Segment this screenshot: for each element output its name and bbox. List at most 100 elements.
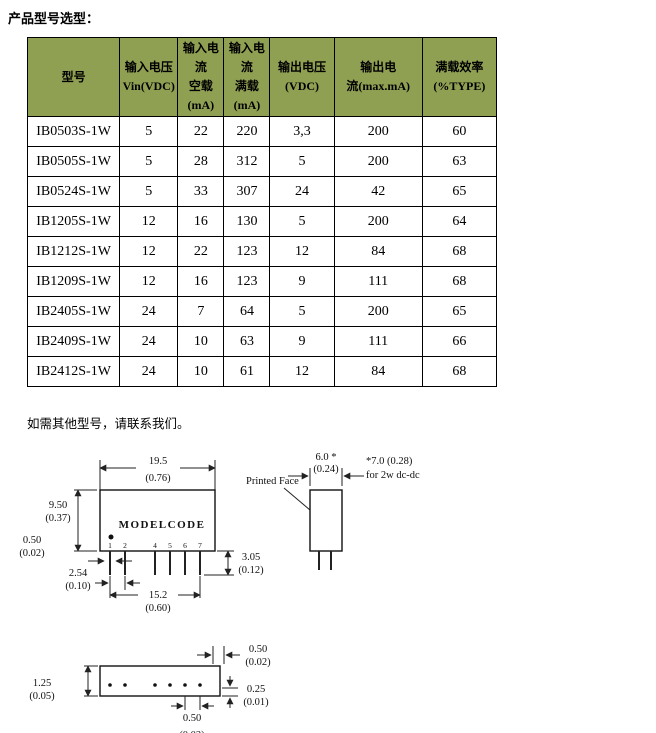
table-cell: 66: [421, 326, 498, 357]
table-cell: 5: [119, 116, 179, 147]
dim-bottom-pinw-mm: 0.50: [249, 644, 267, 655]
model-cell: IB2409S-1W: [26, 326, 121, 357]
front-view: 19.5 (0.76) MODELCODE 1 2 4 5 6 7 9.50 (…: [19, 456, 264, 614]
table-cell: 9: [269, 266, 335, 297]
table-cell: 33: [177, 176, 225, 207]
dim-pin-thickness-in: (0.01): [243, 697, 269, 708]
dim-pin-thickness-mm: 0.25: [247, 684, 265, 695]
table-cell: 200: [333, 146, 423, 177]
dim-span-mm: 15.2: [149, 590, 167, 601]
table-cell: 84: [333, 236, 423, 267]
table-row: IB0524S-1W 5 33 307 24 42 65: [26, 176, 498, 207]
col-header-output-voltage: 输出电压(VDC): [269, 37, 335, 117]
table-cell: 68: [421, 266, 498, 297]
table-cell: 68: [421, 236, 498, 267]
pin-number: 6: [183, 541, 187, 550]
package-dimension-drawing: 19.5 (0.76) MODELCODE 1 2 4 5 6 7 9.50 (…: [19, 452, 420, 733]
table-cell: 22: [177, 116, 225, 147]
dim-height-in: (0.37): [45, 513, 71, 524]
table-cell: 12: [269, 356, 335, 387]
dim-bottom-pinw-in: (0.02): [245, 657, 271, 668]
dim-pinlen-mm: 3.05: [242, 552, 260, 563]
table-cell: 3,3: [269, 116, 335, 147]
table-cell: 312: [223, 146, 271, 177]
model-cell: IB0503S-1W: [26, 116, 121, 147]
table-cell: 12: [119, 206, 179, 237]
table-cell: 65: [421, 296, 498, 327]
dim-span-in: (0.60): [145, 603, 171, 614]
col-header-input-current-noload: 输入电流空载(mA): [177, 37, 225, 117]
model-cell: IB1212S-1W: [26, 236, 121, 267]
dim-height-mm: 9.50: [49, 500, 67, 511]
col-header-model: 型号: [26, 37, 121, 117]
model-cell: IB2412S-1W: [26, 356, 121, 387]
table-cell: 24: [119, 296, 179, 327]
table-cell: 5: [269, 146, 335, 177]
table-cell: 111: [333, 326, 423, 357]
table-cell: 7: [177, 296, 225, 327]
table-cell: 5: [119, 146, 179, 177]
table-cell: 61: [223, 356, 271, 387]
dim-pitch-mm: 2.54: [69, 568, 88, 579]
table-cell: 307: [223, 176, 271, 207]
table-cell: 10: [177, 326, 225, 357]
model-cell: IB0524S-1W: [26, 176, 121, 207]
model-code-label: MODELCODE: [119, 519, 206, 531]
pin-number: 5: [168, 541, 172, 550]
alt-depth-note-2: for 2w dc-dc: [366, 470, 420, 481]
side-view: 6.0 * (0.24) *7.0 (0.28) for 2w dc-dc Pr…: [246, 452, 420, 570]
table-cell: 130: [223, 206, 271, 237]
printed-face-label: Printed Face: [246, 476, 299, 487]
table-cell: 63: [223, 326, 271, 357]
table-row: IB2405S-1W 24 7 64 5 200 65: [26, 296, 498, 327]
table-cell: 123: [223, 266, 271, 297]
table-cell: 16: [177, 206, 225, 237]
table-cell: 24: [269, 176, 335, 207]
table-cell: 64: [421, 206, 498, 237]
dim-width-mm: 19.5: [149, 456, 167, 467]
dim-pinwidth-mm: 0.50: [23, 535, 41, 546]
table-cell: 5: [119, 176, 179, 207]
dim-bottom-offset-mm: 0.50: [183, 713, 201, 724]
pin-number: 7: [198, 541, 202, 550]
col-header-input-current-fullload: 输入电流满载(mA): [223, 37, 271, 117]
table-cell: 12: [269, 236, 335, 267]
model-cell: IB0505S-1W: [26, 146, 121, 177]
model-cell: IB1209S-1W: [26, 266, 121, 297]
table-cell: 200: [333, 296, 423, 327]
table-cell: 200: [333, 206, 423, 237]
bottom-view: 0.50 (0.02) 1.25 (0.05) 0.25 (0.01) 0.50…: [29, 644, 271, 733]
pin1-marker-dot: [108, 534, 114, 540]
model-cell: IB1205S-1W: [26, 206, 121, 237]
table-cell: 10: [177, 356, 225, 387]
table-cell: 84: [333, 356, 423, 387]
table-row: IB2409S-1W 24 10 63 9 111 66: [26, 326, 498, 357]
dim-pinlen-in: (0.12): [238, 565, 264, 576]
table-row: IB1212S-1W 12 22 123 12 84 68: [26, 236, 498, 267]
table-cell: 24: [119, 326, 179, 357]
page-title: 产品型号选型：: [8, 11, 100, 26]
alt-depth-note: *7.0 (0.28): [366, 456, 413, 467]
table-cell: 64: [223, 296, 271, 327]
table-cell: 24: [119, 356, 179, 387]
table-cell: 60: [421, 116, 498, 147]
table-cell: 28: [177, 146, 225, 177]
dim-depth-mm: 6.0 *: [316, 452, 337, 463]
table-row: IB2412S-1W 24 10 61 12 84 68: [26, 356, 498, 387]
pin-number: 2: [123, 541, 127, 550]
table-row: IB0505S-1W 5 28 312 5 200 63: [26, 146, 498, 177]
package-side-body: [309, 489, 343, 552]
table-cell: 5: [269, 206, 335, 237]
table-cell: 16: [177, 266, 225, 297]
table-cell: 200: [333, 116, 423, 147]
dim-depth-in: (0.24): [313, 464, 339, 475]
table-cell: 65: [421, 176, 498, 207]
table-cell: 42: [333, 176, 423, 207]
table-cell: 63: [421, 146, 498, 177]
table-cell: 9: [269, 326, 335, 357]
table-cell: 22: [177, 236, 225, 267]
table-cell: 5: [269, 296, 335, 327]
